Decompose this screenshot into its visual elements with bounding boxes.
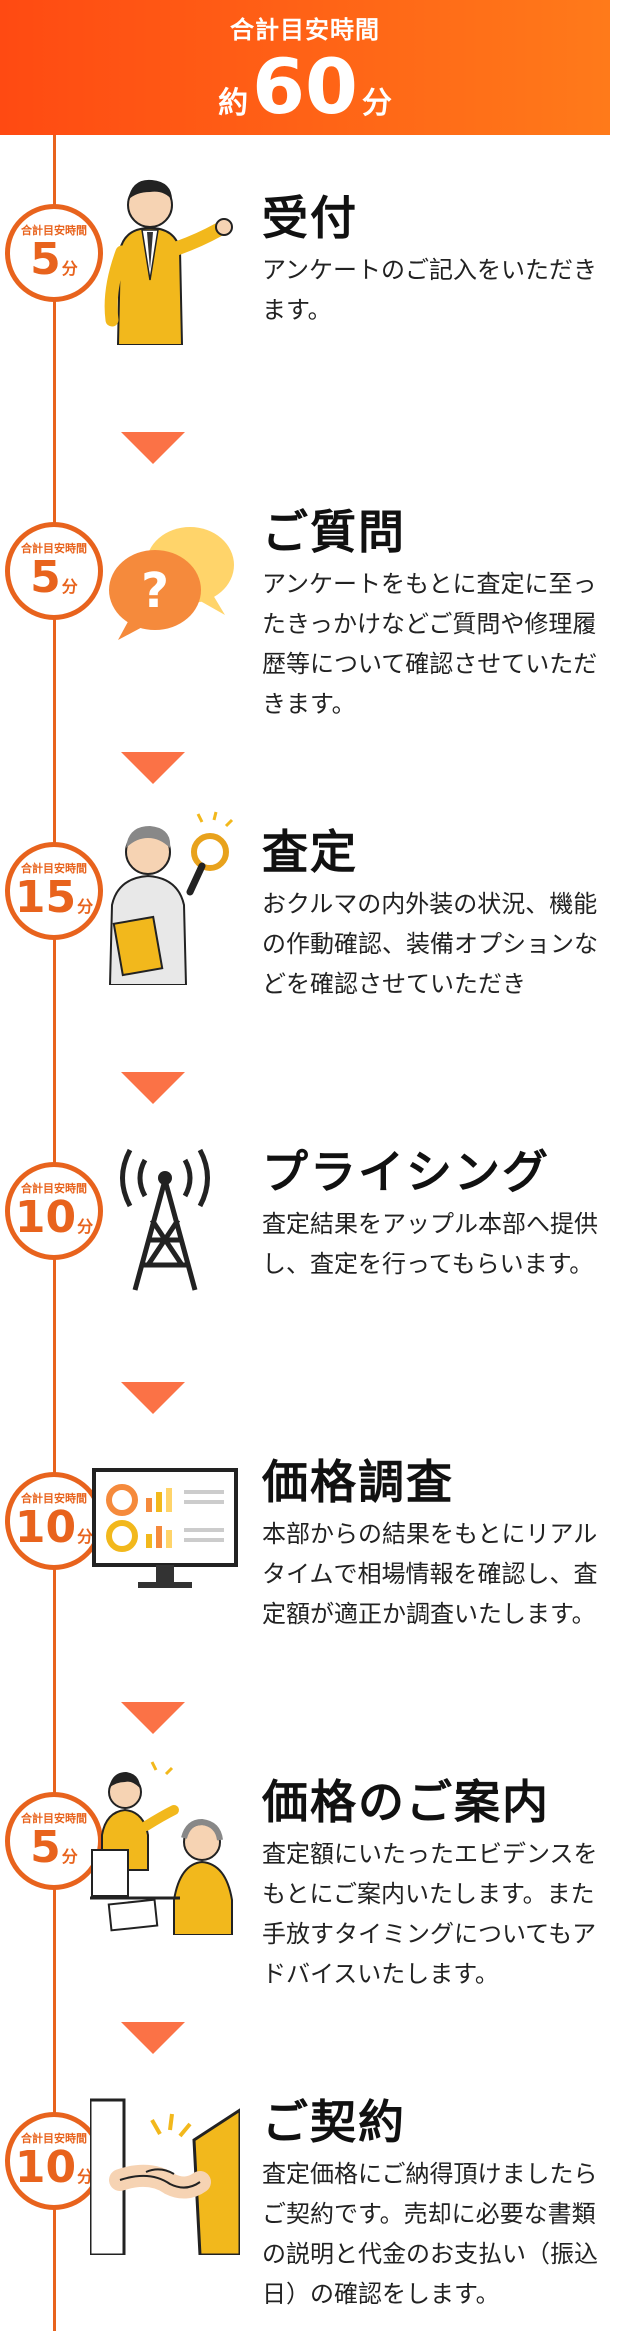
step-description: 査定価格にご納得頂けましたらご契約です。売却に必要な書類の説明と代金のお支払い（… <box>262 2160 598 2308</box>
step-description: 査定額にいたったエビデンスをもとにご案内いたします。また手放すタイミングについて… <box>262 1840 598 1988</box>
total-time-header: 合計目安時間 約 60 分 <box>0 0 610 135</box>
receptionist-icon <box>104 179 233 345</box>
down-arrow-icon <box>121 1382 185 1414</box>
badge-minutes: 10 <box>14 2141 77 2193</box>
badge-unit: 分 <box>77 1216 94 1236</box>
badge-unit: 分 <box>61 258 78 278</box>
svg-text:?: ? <box>141 563 169 619</box>
down-arrow-icon <box>121 1072 185 1104</box>
down-arrow-icon <box>121 2022 185 2054</box>
step-title: 価格調査 <box>262 1455 454 1509</box>
down-arrow-icon <box>121 1702 185 1734</box>
badge-unit: 分 <box>77 896 94 916</box>
step-description: アンケートをもとに査定に至ったきっかけなどご質問や修理履歴等について確認させてい… <box>262 570 598 718</box>
total-time-prefix: 約 <box>218 86 249 121</box>
consultation-icon <box>90 1761 233 1935</box>
step-title: ご契約 <box>262 2095 406 2149</box>
badge-minutes: 15 <box>14 871 77 923</box>
step-title: ご質問 <box>262 505 406 559</box>
step-description: 査定結果をアップル本部へ提供し、査定を行ってもらいます。 <box>262 1210 598 1278</box>
step-title: 価格のご案内 <box>262 1775 550 1829</box>
total-time-number: 60 <box>252 42 358 131</box>
total-time-label: 合計目安時間 <box>230 16 380 44</box>
step-description: 本部からの結果をもとにリアルタイムで相場情報を確認し、査定額が適正か調査いたしま… <box>262 1520 598 1628</box>
step-title: 査定 <box>262 825 358 879</box>
monitor-chart-icon <box>92 1468 238 1588</box>
step-description: おクルマの内外装の状況、機能の作動確認、装備オプションなどを確認させていただき <box>262 890 598 998</box>
handshake-icon <box>90 2098 240 2255</box>
down-arrow-icon <box>121 432 185 464</box>
step-description: アンケートのご記入をいただきます。 <box>262 256 598 324</box>
badge-minutes: 5 <box>30 551 61 603</box>
speech-bubbles-icon: ? <box>109 527 234 640</box>
total-time-value: 約 60 分 <box>218 49 392 125</box>
down-arrow-icon <box>121 752 185 784</box>
radio-tower-icon <box>120 1148 210 1291</box>
badge-label: 合計目安時間 <box>21 1181 87 1195</box>
badge-minutes: 10 <box>14 1501 77 1553</box>
total-time-unit: 分 <box>361 86 392 121</box>
badge-label: 合計目安時間 <box>21 223 87 237</box>
inspector-magnifier-icon <box>108 811 234 985</box>
badge-unit: 分 <box>77 1526 94 1546</box>
step-title: 受付 <box>262 191 358 245</box>
step-title: プライシング <box>262 1145 550 1199</box>
badge-minutes: 10 <box>14 1191 77 1243</box>
badge-minutes: 5 <box>30 233 61 285</box>
badge-minutes: 5 <box>30 1821 61 1873</box>
badge-unit: 分 <box>61 576 78 596</box>
badge-label: 合計目安時間 <box>21 541 87 555</box>
badge-label: 合計目安時間 <box>21 1491 87 1505</box>
badge-label: 合計目安時間 <box>21 861 87 875</box>
badge-label: 合計目安時間 <box>21 2131 87 2145</box>
badge-unit: 分 <box>61 1846 78 1866</box>
badge-label: 合計目安時間 <box>21 1811 87 1825</box>
